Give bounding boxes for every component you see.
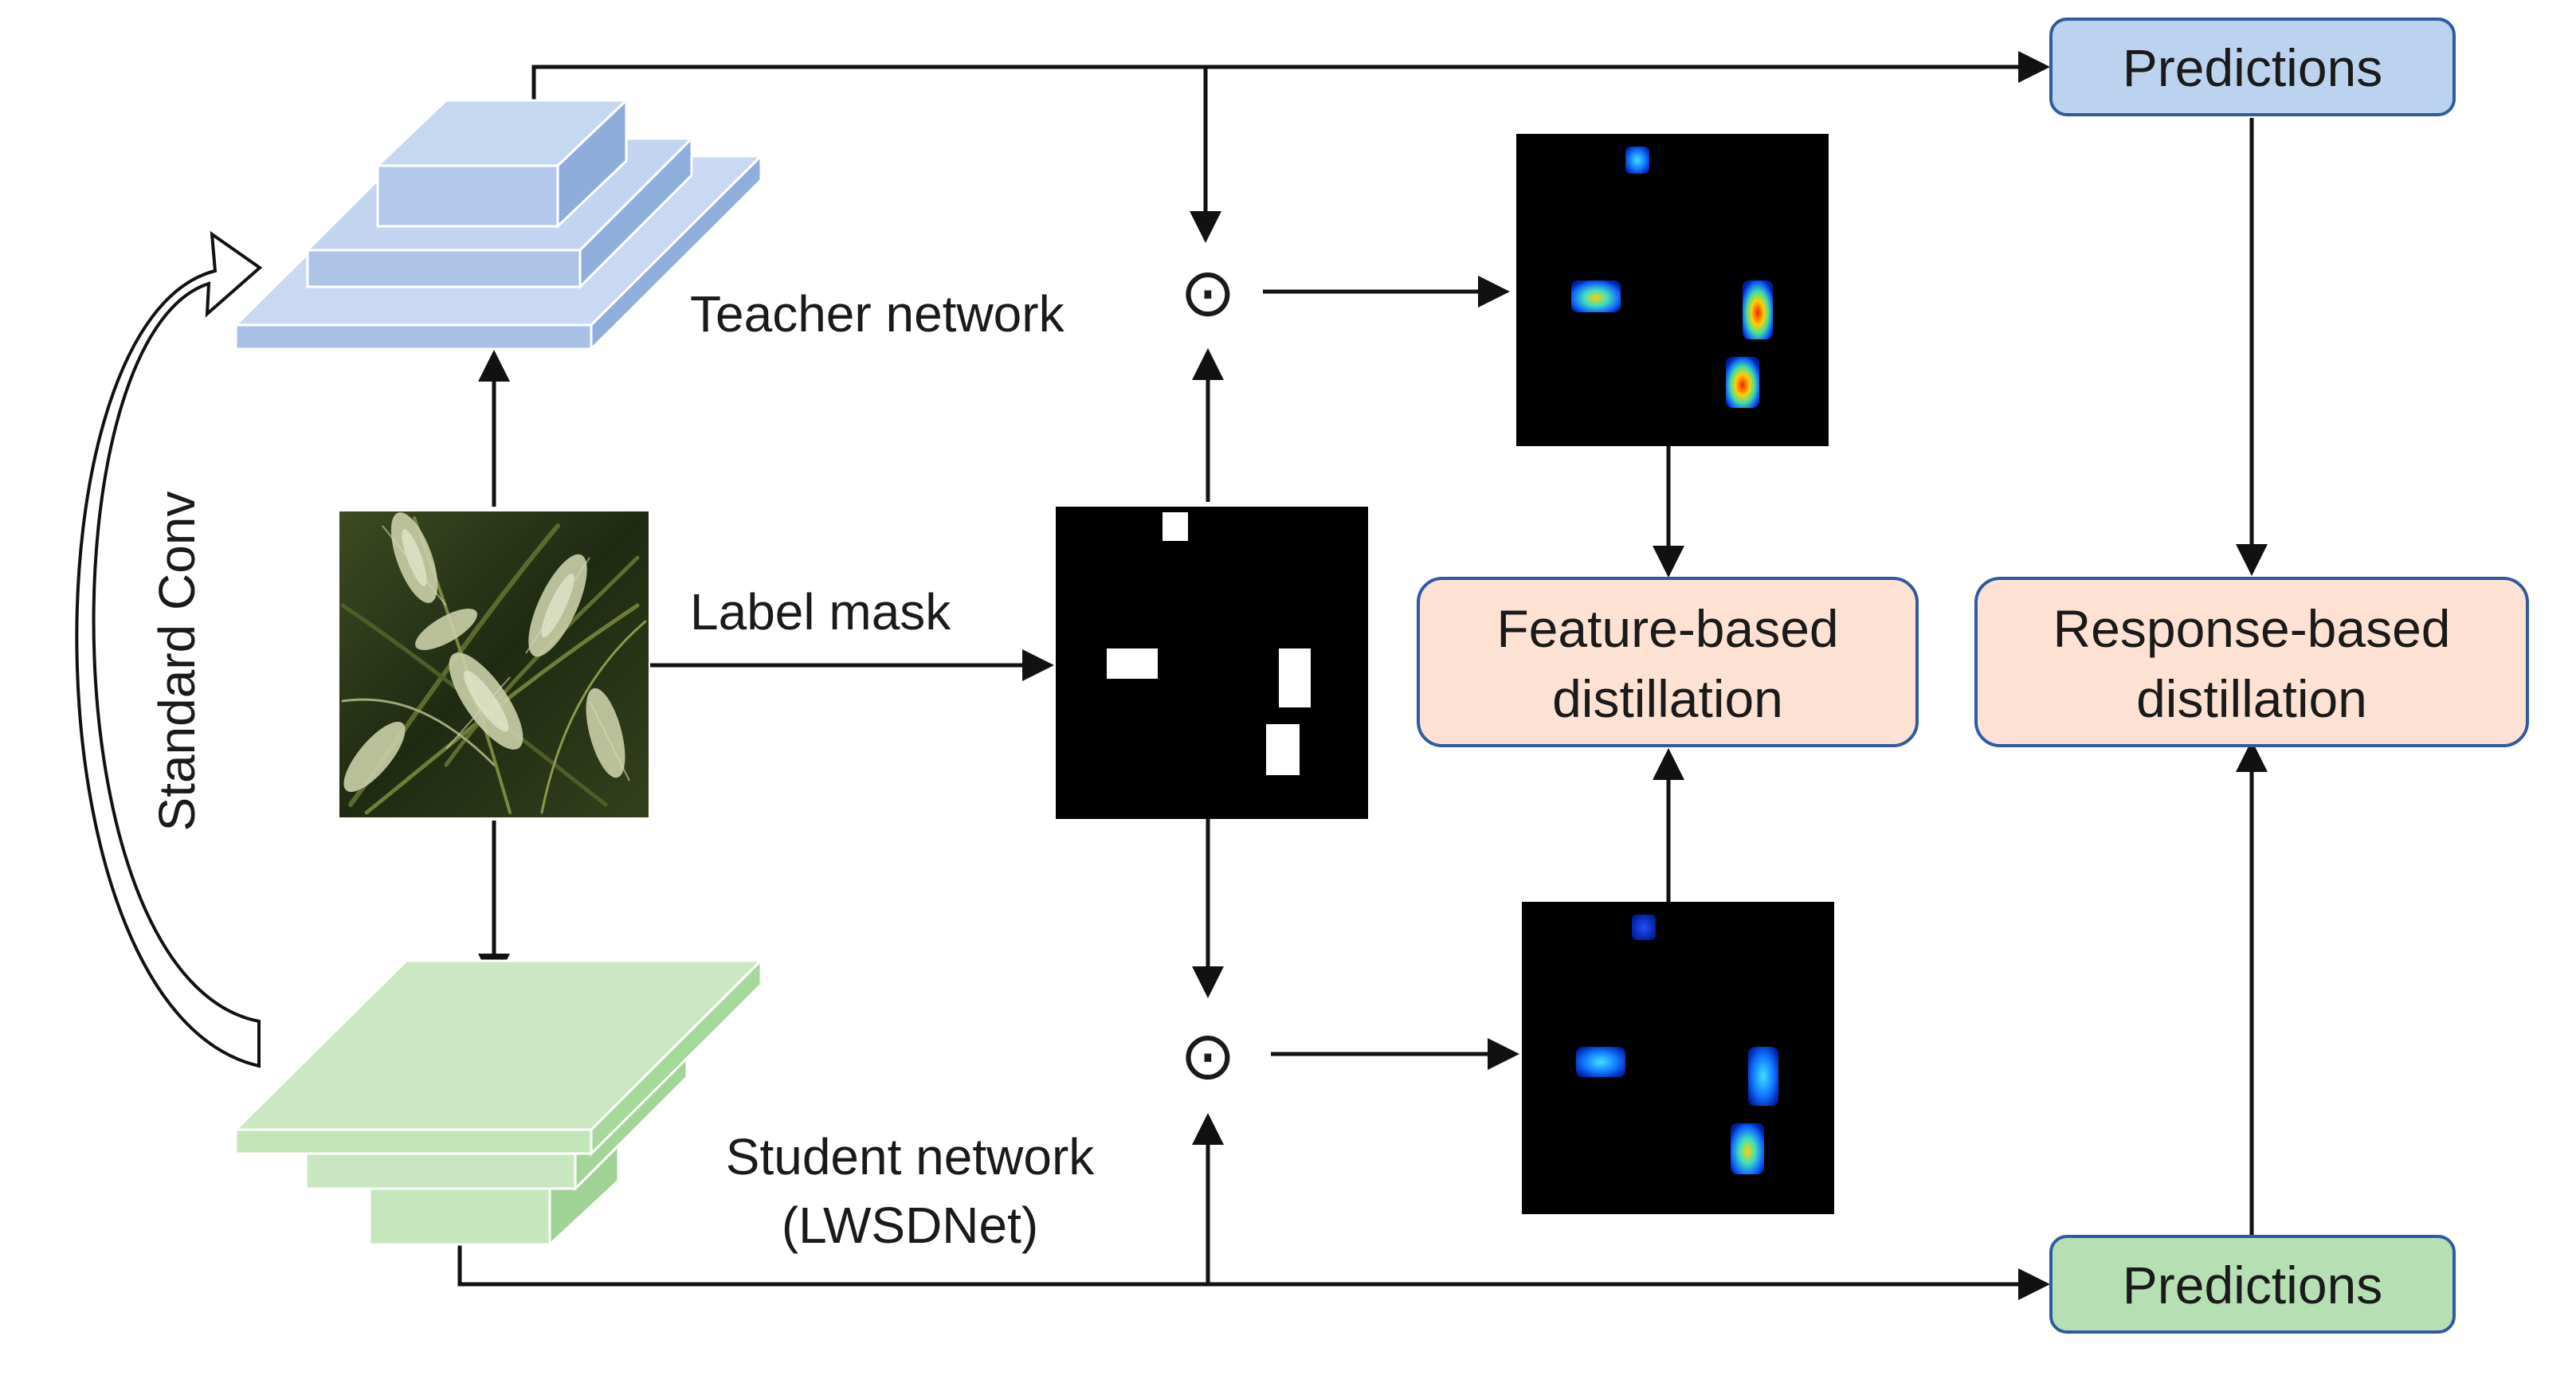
connectors — [457, 51, 2268, 1300]
response-distillation-line2: distillation — [2136, 669, 2367, 728]
predictions-bottom-box: Predictions — [2049, 1235, 2456, 1334]
odot-operator-top: ⊙ — [1180, 253, 1236, 331]
student-feature-map — [1522, 902, 1834, 1214]
arrow-teacher-to-predictions — [531, 51, 2050, 110]
predictions-top-label: Predictions — [2123, 38, 2383, 97]
odot-operator-bottom: ⊙ — [1180, 1017, 1236, 1095]
feature-distillation-box: Feature-based distillation — [1417, 577, 1919, 747]
feature-distillation-line2: distillation — [1552, 669, 1783, 728]
wheat-input-image — [339, 511, 649, 817]
label-mask-caption: Label mask — [690, 583, 951, 641]
response-distillation-box: Response-based distillation — [1974, 577, 2529, 747]
teacher-network-label: Teacher network — [690, 285, 1065, 343]
standard-conv-label: Standard Conv — [148, 492, 206, 832]
response-distillation-line1: Response-based — [2053, 599, 2451, 658]
teacher-network-stack — [233, 97, 764, 352]
label-mask-image — [1056, 507, 1368, 819]
student-network-sublabel: (LWSDNet) — [782, 1197, 1038, 1254]
student-network-label: Student network — [726, 1128, 1096, 1185]
predictions-bottom-label: Predictions — [2123, 1256, 2383, 1315]
feature-distillation-line1: Feature-based — [1496, 599, 1838, 658]
arrow-student-to-predictions — [457, 1244, 2050, 1300]
standard-conv-arrow: Standard Conv — [75, 230, 263, 1068]
student-network-stack — [233, 958, 764, 1248]
teacher-feature-map — [1516, 134, 1829, 446]
predictions-top-box: Predictions — [2049, 18, 2456, 116]
